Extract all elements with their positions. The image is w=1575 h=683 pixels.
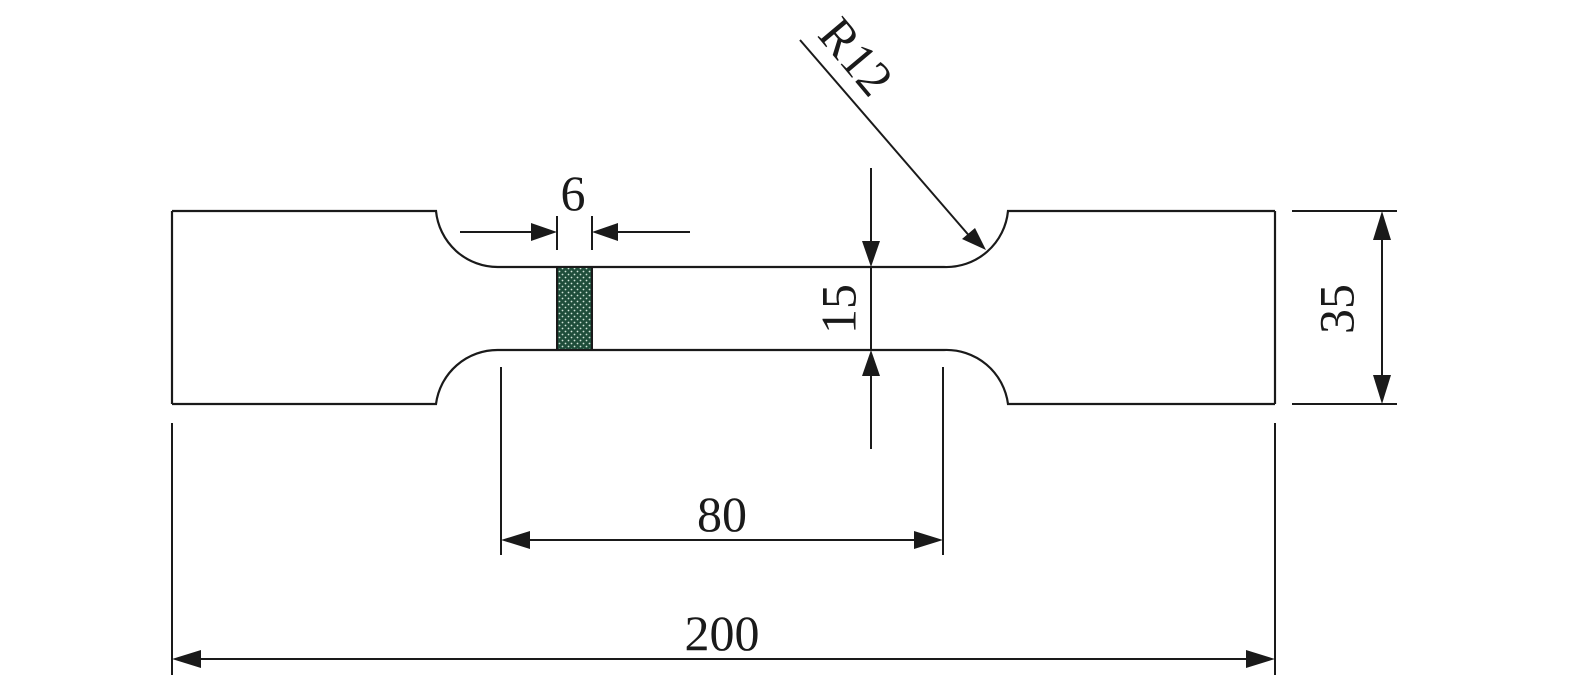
gauge-length-dimension: 80 [500, 367, 944, 555]
radius-leader: R12 [799, 7, 986, 250]
gauge-width-dimension: 15 [810, 168, 880, 449]
weld-width-label: 6 [561, 165, 586, 221]
specimen-outline [170, 209, 1277, 406]
gauge-length-label: 80 [697, 486, 747, 542]
radius-arrowhead [962, 228, 986, 250]
specimen-top-edge [172, 209, 1275, 269]
total-length-dimension: 200 [171, 423, 1276, 675]
grip-width-label: 35 [1308, 284, 1364, 334]
weld-width-dimension: 6 [460, 165, 690, 250]
specimen-bottom-edge [172, 348, 1275, 406]
grip-width-dimension: 35 [1292, 210, 1397, 405]
radius-label: R12 [808, 7, 904, 107]
total-length-label: 200 [685, 605, 760, 661]
weld-zone [556, 266, 593, 351]
gauge-width-label: 15 [810, 284, 866, 334]
